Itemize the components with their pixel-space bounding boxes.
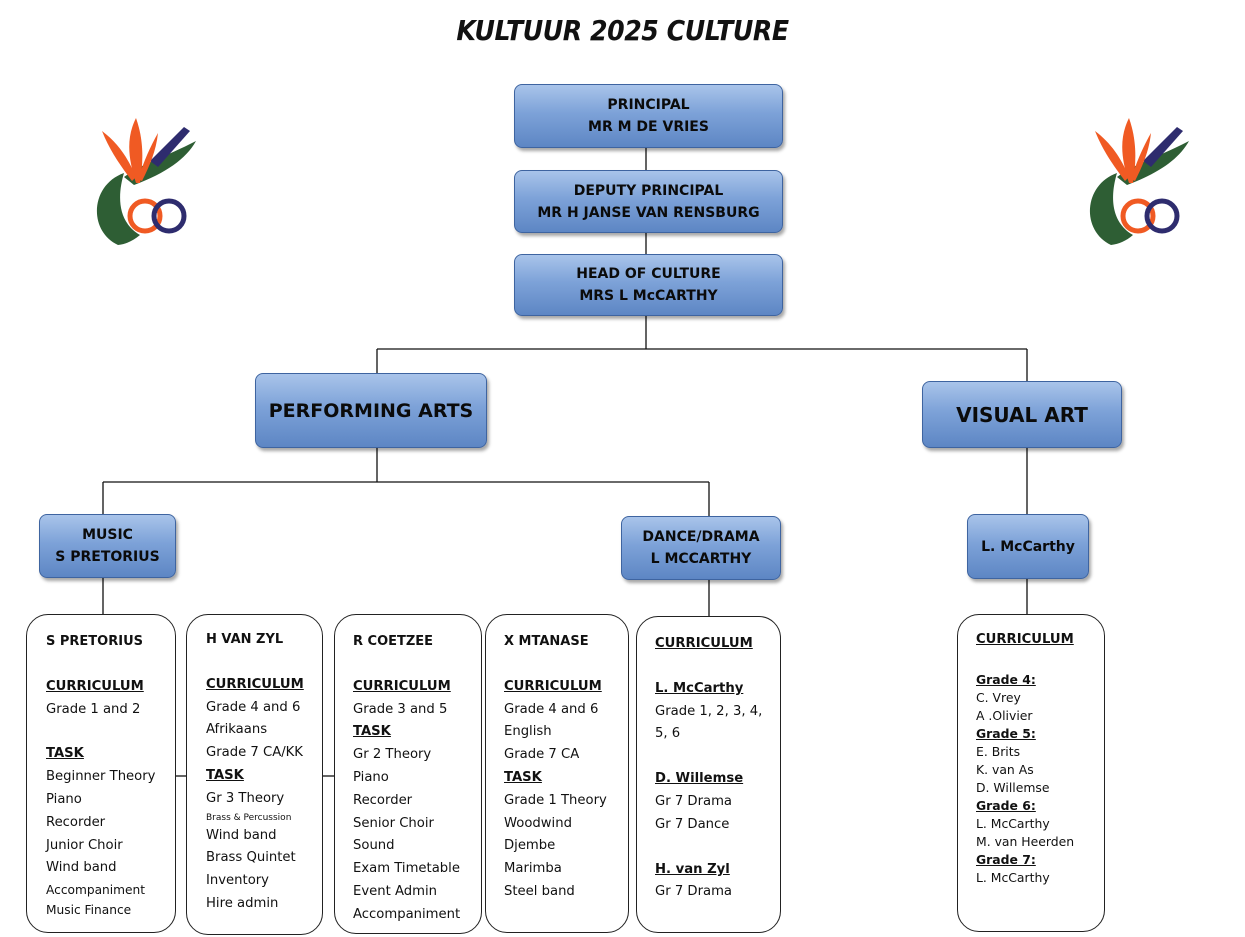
visual-lead-box: L. McCarthy bbox=[967, 514, 1089, 579]
list-item: Grade 4 and 6 bbox=[206, 699, 301, 715]
music-role: MUSIC bbox=[82, 527, 133, 543]
list-item: Gr 2 Theory bbox=[353, 747, 432, 763]
list-item: K. van As bbox=[976, 762, 1034, 777]
curriculum-heading: CURRICULUM bbox=[46, 678, 144, 694]
list-item: Grade 4 and 6 bbox=[504, 701, 599, 717]
deputy-principal-box: DEPUTY PRINCIPAL MR H JANSE VAN RENSBURG bbox=[514, 170, 783, 233]
list-item: English bbox=[504, 724, 552, 740]
card-teacher-name: S PRETORIUS bbox=[46, 634, 143, 649]
card-teacher-name: H VAN ZYL bbox=[206, 632, 284, 647]
list-item: Piano bbox=[46, 791, 82, 807]
teacher-heading: D. Willemse bbox=[655, 771, 744, 787]
teacher-heading: H. van Zyl bbox=[655, 861, 730, 877]
curriculum-heading: CURRICULUM bbox=[353, 678, 451, 694]
list-item: Brass Quintet bbox=[206, 850, 296, 866]
list-item: Afrikaans bbox=[206, 722, 268, 738]
list-item: Beginner Theory bbox=[46, 769, 156, 785]
performing-arts-label: PERFORMING ARTS bbox=[268, 399, 474, 422]
card-s-pretorius: S PRETORIUS CURRICULUM Grade 1 and 2 TAS… bbox=[26, 614, 176, 933]
list-item: 5, 6 bbox=[655, 726, 681, 742]
curriculum-heading: CURRICULUM bbox=[504, 678, 602, 694]
card-x-mtanase: X MTANASE CURRICULUM Grade 4 and 6 Engli… bbox=[485, 614, 629, 933]
list-item: Exam Timetable bbox=[353, 861, 460, 877]
deputy-name: MR H JANSE VAN RENSBURG bbox=[537, 204, 760, 221]
dance-drama-role: DANCE/DRAMA bbox=[642, 529, 760, 545]
school-logo-right-icon bbox=[1089, 118, 1189, 245]
curriculum-heading: CURRICULUM bbox=[976, 632, 1074, 647]
list-item: Grade 7 CA bbox=[504, 747, 580, 763]
visual-art-box: VISUAL ART bbox=[922, 381, 1122, 448]
list-item: Wind band bbox=[46, 860, 117, 876]
list-item: Woodwind bbox=[504, 815, 572, 831]
list-item: Grade 1 Theory bbox=[504, 792, 607, 808]
list-item: Grade 7 CA/KK bbox=[206, 745, 303, 761]
list-item: Gr 7 Drama bbox=[655, 884, 733, 900]
card-teacher-name: X MTANASE bbox=[504, 634, 589, 649]
list-item: Junior Choir bbox=[46, 837, 123, 853]
deputy-role: DEPUTY PRINCIPAL bbox=[573, 182, 724, 199]
list-item: Grade 1, 2, 3, 4, bbox=[655, 703, 763, 719]
list-item: Wind band bbox=[206, 827, 277, 843]
card-r-coetzee: R COETZEE CURRICULUM Grade 3 and 5 TASK … bbox=[334, 614, 482, 934]
list-item: Djembe bbox=[504, 838, 556, 854]
list-item: Hire admin bbox=[206, 895, 279, 911]
task-heading: TASK bbox=[46, 746, 84, 762]
list-item: C. Vrey bbox=[976, 690, 1021, 705]
card-teacher-name: R COETZEE bbox=[353, 634, 434, 649]
dance-drama-name: L MCCARTHY bbox=[650, 551, 752, 567]
curriculum-heading: CURRICULUM bbox=[206, 676, 304, 692]
list-item: Senior Choir bbox=[353, 815, 434, 831]
principal-role: PRINCIPAL bbox=[607, 97, 690, 113]
list-item: Event Admin bbox=[353, 883, 437, 899]
list-item: Marimba bbox=[504, 861, 562, 877]
list-item: Accompaniment bbox=[353, 906, 461, 922]
list-item: Grade 3 and 5 bbox=[353, 701, 448, 717]
list-item: D. Willemse bbox=[976, 780, 1050, 795]
principal-box: PRINCIPAL MR M DE VRIES bbox=[514, 84, 783, 148]
card-h-van-zyl: H VAN ZYL CURRICULUM Grade 4 and 6 Afrik… bbox=[186, 614, 323, 935]
list-item: Gr 7 Drama bbox=[655, 793, 733, 809]
curriculum-heading: CURRICULUM bbox=[655, 636, 753, 651]
page-title: KULTUUR 2025 CULTURE bbox=[456, 14, 789, 47]
music-box: MUSIC S PRETORIUS bbox=[39, 514, 176, 578]
list-item: L. McCarthy bbox=[976, 870, 1050, 885]
grade-heading: Grade 6: bbox=[976, 798, 1036, 813]
list-item: Grade 1 and 2 bbox=[46, 701, 141, 717]
grade-heading: Grade 5: bbox=[976, 726, 1036, 741]
list-item: L. McCarthy bbox=[976, 816, 1050, 831]
visual-lead-name: L. McCarthy bbox=[981, 538, 1075, 555]
school-logo-left-icon bbox=[96, 118, 196, 245]
list-item: Gr 7 Dance bbox=[655, 816, 730, 832]
list-item: Brass & Percussion bbox=[206, 812, 292, 823]
task-heading: TASK bbox=[206, 767, 244, 783]
head-culture-name: MRS L McCARTHY bbox=[579, 288, 718, 304]
teacher-heading: L. McCarthy bbox=[655, 680, 744, 696]
list-item: Steel band bbox=[504, 883, 575, 899]
dance-drama-box: DANCE/DRAMA L MCCARTHY bbox=[621, 516, 781, 580]
list-item: M. van Heerden bbox=[976, 834, 1075, 849]
visual-art-label: VISUAL ART bbox=[956, 402, 1088, 427]
list-item: Gr 3 Theory bbox=[206, 790, 285, 806]
list-item: Inventory bbox=[206, 873, 269, 889]
list-item: Piano bbox=[353, 769, 389, 785]
head-culture-role: HEAD OF CULTURE bbox=[576, 266, 721, 282]
principal-name: MR M DE VRIES bbox=[588, 119, 709, 135]
list-item: Recorder bbox=[353, 792, 413, 808]
list-item: Recorder bbox=[46, 814, 106, 830]
list-item: Sound bbox=[353, 838, 395, 854]
card-visual-art-curriculum: CURRICULUM Grade 4: C. Vrey A .Olivier G… bbox=[957, 614, 1105, 932]
list-item: E. Brits bbox=[976, 744, 1021, 759]
performing-arts-box: PERFORMING ARTS bbox=[255, 373, 487, 448]
list-item: Music Finance bbox=[46, 903, 132, 918]
card-dance-drama-curriculum: CURRICULUM L. McCarthy Grade 1, 2, 3, 4,… bbox=[636, 616, 781, 933]
task-heading: TASK bbox=[353, 724, 391, 740]
grade-heading: Grade 4: bbox=[976, 672, 1036, 687]
list-item: A .Olivier bbox=[976, 708, 1033, 723]
head-of-culture-box: HEAD OF CULTURE MRS L McCARTHY bbox=[514, 254, 783, 316]
list-item: Accompaniment bbox=[46, 883, 146, 898]
task-heading: TASK bbox=[504, 769, 542, 785]
grade-heading: Grade 7: bbox=[976, 852, 1036, 867]
music-name: S PRETORIUS bbox=[55, 549, 160, 565]
